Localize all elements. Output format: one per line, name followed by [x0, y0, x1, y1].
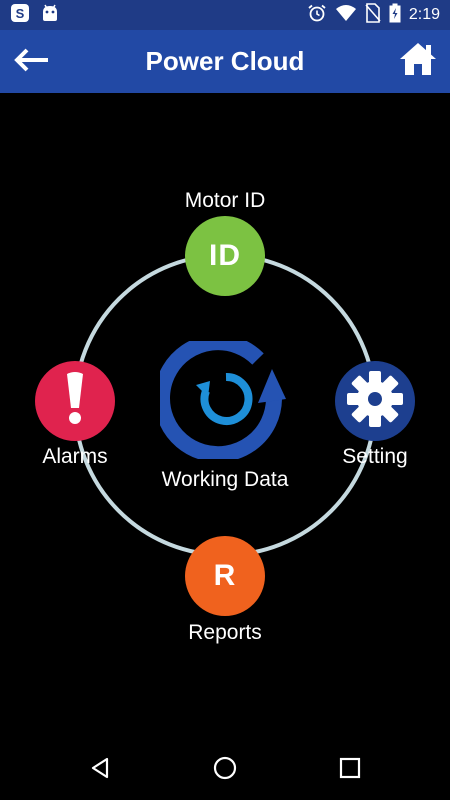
working-data-label: Working Data	[161, 468, 289, 491]
back-button[interactable]	[10, 42, 54, 82]
home-button[interactable]	[396, 39, 440, 83]
wifi-icon	[335, 3, 357, 28]
home-icon	[398, 41, 438, 82]
system-home-button[interactable]	[205, 750, 245, 790]
motor-id-button[interactable]: ID	[185, 216, 265, 296]
refresh-cycle-icon	[154, 334, 292, 463]
setting-button[interactable]	[335, 361, 415, 441]
status-time: 2:19	[408, 6, 440, 23]
battery-icon	[389, 3, 401, 28]
status-left-icons: S	[10, 3, 60, 28]
back-triangle-icon	[88, 756, 112, 785]
working-data-button[interactable]	[154, 334, 292, 463]
no-sim-icon	[365, 2, 381, 28]
reports-icon-text: R	[213, 559, 237, 592]
recents-square-icon	[338, 756, 362, 785]
android-icon	[40, 3, 60, 28]
alarm-icon	[307, 3, 327, 28]
page-title: Power Cloud	[145, 46, 305, 76]
app-bar: Power Cloud	[0, 30, 450, 93]
back-arrow-icon	[14, 48, 50, 77]
status-bar: S	[0, 0, 450, 30]
main-menu: Motor ID ID Alarms	[0, 93, 450, 740]
system-nav-bar	[0, 740, 450, 800]
s-app-icon: S	[10, 3, 30, 28]
home-circle-icon	[212, 755, 238, 786]
reports-label: Reports	[188, 621, 262, 644]
motor-id-label: Motor ID	[184, 189, 266, 212]
system-recents-button[interactable]	[330, 750, 370, 790]
motor-id-icon-text: ID	[209, 239, 241, 272]
setting-label: Setting	[342, 445, 408, 468]
status-right-icons: 2:19	[307, 2, 440, 28]
system-back-button[interactable]	[80, 750, 120, 790]
gear-icon	[344, 368, 406, 435]
alarms-label: Alarms	[42, 445, 108, 468]
alarm-exclamation-icon	[60, 370, 90, 433]
svg-text:S: S	[16, 6, 25, 21]
alarms-button[interactable]	[35, 361, 115, 441]
reports-button[interactable]: R	[185, 536, 265, 616]
